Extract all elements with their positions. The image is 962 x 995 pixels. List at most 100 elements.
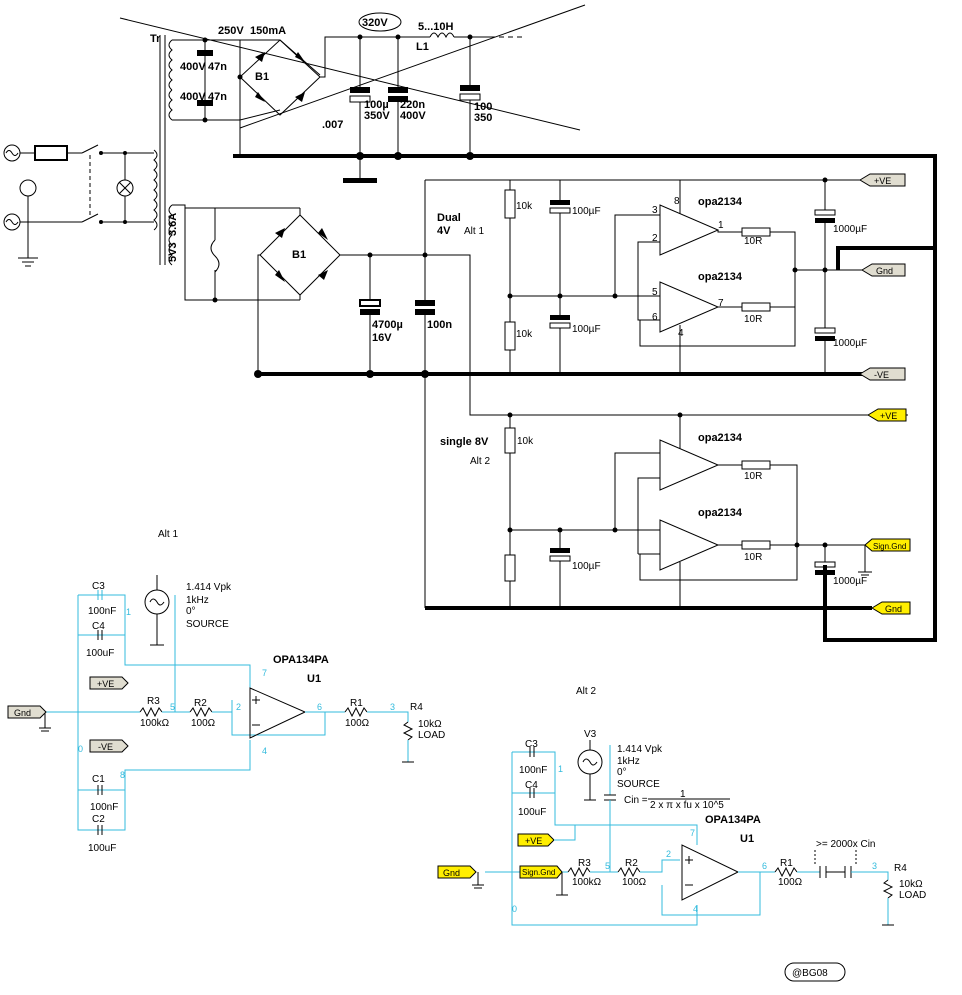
sim2-n0: 0 <box>512 904 517 914</box>
dual-pin3: 3 <box>652 205 658 216</box>
sim2-r3v: 100kΩ <box>572 877 602 888</box>
dual-tag-pve: +VE <box>859 173 906 187</box>
sim2-c3v: 100nF <box>519 765 547 776</box>
sim1-c4v: 100uF <box>86 648 114 659</box>
svg-text:Gnd: Gnd <box>885 604 902 614</box>
dual-pin2: 2 <box>652 233 658 244</box>
dual-r10k-top: 10k <box>516 201 533 212</box>
dual-pin1: 1 <box>718 220 724 231</box>
sim2-n7: 7 <box>690 828 695 838</box>
sim1-r1: R1 <box>350 698 363 709</box>
c-47n-a: 47n <box>208 61 227 73</box>
sim2-r3: R3 <box>578 858 591 869</box>
dual-tag-gnd: Gnd <box>861 263 906 277</box>
sec-a-label: 3.6A <box>167 213 179 236</box>
credit-badge: @BG08 <box>784 962 846 982</box>
single-c100: 100µF <box>572 561 601 572</box>
svg-text:Gnd: Gnd <box>443 868 460 878</box>
c100n-label: 100n <box>427 319 452 331</box>
sim2-cin-lbl: Cin = <box>624 795 648 806</box>
sim2-v3: V3 <box>584 729 597 740</box>
c100u-label: 100µ <box>364 99 389 111</box>
c220n-v-label: 400V <box>400 110 426 122</box>
sim1-c2v: 100uF <box>88 843 116 854</box>
c-400v-a: 400V <box>180 61 206 73</box>
sim1-n8: 8 <box>120 770 125 780</box>
sim2-n2: 2 <box>666 849 671 859</box>
sim1-r3v: 100kΩ <box>140 718 170 729</box>
sim1-src2: 1kHz <box>186 595 209 606</box>
dual-pin4: 4 <box>678 328 684 339</box>
sim2-c4: C4 <box>525 780 538 791</box>
single-title: single 8V <box>440 436 489 448</box>
sim2-c3: C3 <box>525 739 538 750</box>
single-tag-gnd: Gnd <box>871 601 911 615</box>
dual-r10r-top: 10R <box>744 236 762 247</box>
hv-supply: Tr 400V 47n 400V 47n 250V 150mA B1 320V <box>119 4 937 642</box>
sim1-r1v: 100Ω <box>345 718 370 729</box>
dual-alt: Alt 1 <box>464 226 484 237</box>
sim1-src3: 0° <box>186 606 196 617</box>
sim1-n6: 6 <box>317 702 322 712</box>
sim1-src1: 1.414 Vpk <box>186 582 232 593</box>
choke-label: 5...10H <box>418 21 454 33</box>
sim1-r4l: LOAD <box>418 730 445 741</box>
svg-text:+VE: +VE <box>874 176 891 186</box>
svg-text:Gnd: Gnd <box>14 708 31 718</box>
svg-text:+VE: +VE <box>880 411 897 421</box>
dual-c100-top: 100µF <box>572 206 601 217</box>
dual-title2: 4V <box>437 225 451 237</box>
single-supply-alt2: single 8V Alt 2 10k 100µF opa2134 10R op… <box>425 408 911 615</box>
c220n-label: 220n <box>400 99 425 111</box>
tr-label: Tr <box>150 33 161 45</box>
sim1-n7: 7 <box>262 668 267 678</box>
sim1-r2: R2 <box>194 698 207 709</box>
svg-text:@BG08: @BG08 <box>792 968 828 979</box>
sim1-title: Alt 1 <box>158 529 178 540</box>
sim1-u1: U1 <box>307 673 321 685</box>
sim1-n3: 3 <box>390 702 395 712</box>
sim2-r4l: LOAD <box>899 890 926 901</box>
single-tag-sgnd: Sign.Gnd <box>864 538 911 552</box>
sim2-src2: 1kHz <box>617 756 640 767</box>
sim-alt2: Alt 2 C3 100nF C4 100uF 1 0 V3 1.414 Vpk… <box>437 686 926 926</box>
sim2-c4v: 100uF <box>518 807 546 818</box>
sim2-title: Alt 2 <box>576 686 596 697</box>
note-007: .007 <box>322 119 343 131</box>
single-r10r-bot: 10R <box>744 552 762 563</box>
c100-right-v-label: 350 <box>474 112 492 124</box>
sim2-src4: SOURCE <box>617 779 660 790</box>
sim1-tag-gnd: Gnd <box>7 705 47 719</box>
dual-c1000-top: 1000µF <box>833 224 867 235</box>
b1b-label: B1 <box>292 249 306 261</box>
svg-text:+VE: +VE <box>525 836 542 846</box>
sim1-n0: 0 <box>78 744 83 754</box>
sim2-n6: 6 <box>762 861 767 871</box>
dual-supply-alt1: Dual 4V Alt 1 10k 10k 100µF 100µF opa213… <box>425 173 935 381</box>
dual-pin6: 6 <box>652 312 658 323</box>
sim1-r2v: 100Ω <box>191 718 216 729</box>
c100u-v-label: 350V <box>364 110 390 122</box>
sim1-c1v: 100nF <box>90 802 118 813</box>
sim1-tag-nve: -VE <box>89 739 129 753</box>
dual-c100-bot: 100µF <box>572 324 601 335</box>
sim2-r4: R4 <box>894 863 907 874</box>
single-r10k-top: 10k <box>517 436 534 447</box>
sim2-n5: 5 <box>605 861 610 871</box>
sim1-src4: SOURCE <box>186 619 229 630</box>
sim2-n1: 1 <box>558 764 563 774</box>
single-ic-bot: opa2134 <box>698 507 743 519</box>
svg-text:Gnd: Gnd <box>876 266 893 276</box>
sim2-r1: R1 <box>780 858 793 869</box>
sim2-n3: 3 <box>872 861 877 871</box>
l1-label: L1 <box>416 41 429 53</box>
sim1-ic: OPA134PA <box>273 654 329 666</box>
sec-v-label: 5V3 <box>167 242 179 262</box>
dual-tag-nve: -VE <box>859 367 906 381</box>
sim2-src1: 1.414 Vpk <box>617 744 663 755</box>
dual-pin8: 8 <box>674 196 680 207</box>
sim1-c4: C4 <box>92 621 105 632</box>
sim2-r2v: 100Ω <box>622 877 647 888</box>
c100-right-label: 100 <box>474 101 492 113</box>
